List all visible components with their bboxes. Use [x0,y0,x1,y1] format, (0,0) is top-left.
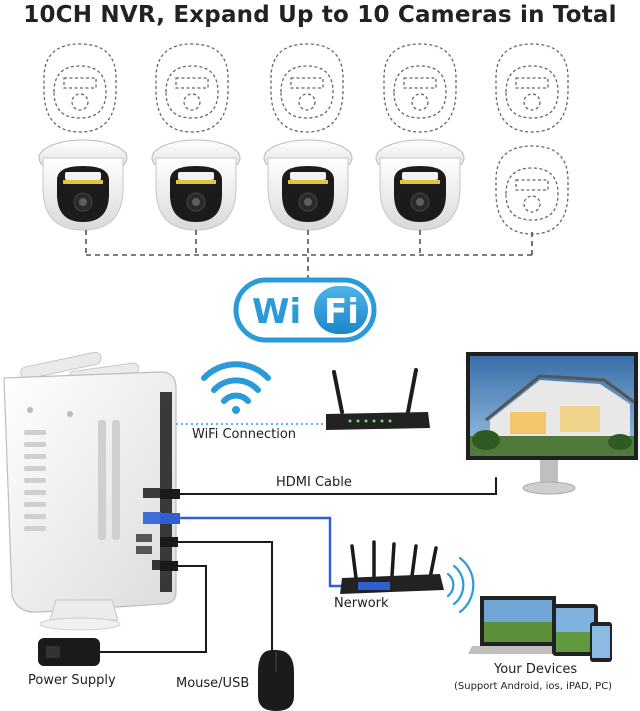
monitor-icon [466,352,638,494]
router-icon [326,370,430,430]
network-cable [168,518,360,586]
camera-wireless-links [86,230,532,280]
nvr-device [4,351,176,630]
expansion-camera-icon [271,44,343,132]
dome-camera-icon [152,140,240,230]
expansion-camera-icon [496,44,568,132]
dome-camera-icon [264,140,352,230]
usb-cable [162,542,272,650]
dome-camera-icon [39,140,127,230]
expansion-camera-icon [496,146,568,234]
mouse-usb-label: Mouse/USB [176,676,249,691]
dome-camera-icon [376,140,464,230]
active-camera-row [39,140,464,230]
wifi-badge-right: Fi [324,292,359,332]
your-devices-label: Your Devices [494,662,577,677]
wifi-signal-icon [204,364,268,414]
mouse-icon [258,650,294,711]
expansion-camera-icon [384,44,456,132]
power-supply-label: Power Supply [28,673,116,688]
power-adapter-icon [38,638,100,666]
devices-support-label: (Support Android, ios, iPAD, PC) [454,681,612,692]
wifi-badge-left: Wi [252,292,301,332]
expansion-camera-icon [44,44,116,132]
wifi-connection-label: WiFi Connection [192,427,296,442]
expansion-camera-icon [156,44,228,132]
wifi-badge: Wi Fi [236,280,374,340]
hdmi-cable-label: HDMI Cable [276,475,352,490]
network-label: Nerwork [334,596,389,611]
devices-icon [468,596,612,662]
